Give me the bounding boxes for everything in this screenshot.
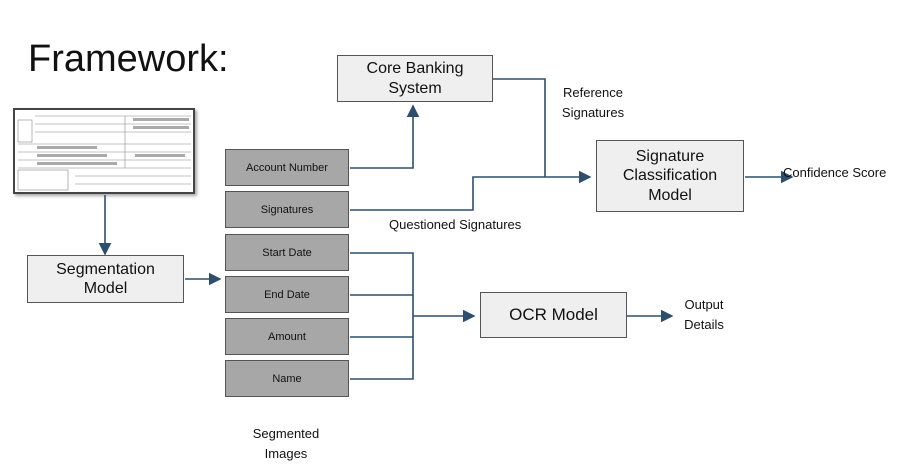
signature-classification-model-box: Signature Classification Model — [596, 140, 744, 212]
confidence-score-label: Confidence Score — [783, 165, 887, 180]
questioned-signatures-label: Questioned Signatures — [389, 217, 522, 232]
signature-classification-model-label: Signature Classification Model — [622, 148, 718, 204]
segment-start-date: Start Date — [225, 234, 349, 271]
segment-account-number: Account Number — [225, 149, 349, 186]
core-to-signature-model-line — [492, 78, 546, 177]
bank-form-sketch — [17, 115, 191, 191]
segment-amount: Amount — [225, 318, 349, 355]
core-banking-system-box: Core Banking System — [337, 55, 493, 102]
bank-form-image — [13, 108, 195, 194]
segments-bus — [350, 252, 414, 380]
ocr-model-box: OCR Model — [480, 292, 627, 338]
diagram-title: Framework: — [28, 38, 229, 80]
core-banking-system-label: Core Banking System — [366, 60, 464, 97]
questioned-signature-line — [350, 170, 592, 211]
segmentation-model-label: Segmentation Model — [56, 260, 155, 297]
segmented-images-label: Segmented Images — [252, 426, 320, 461]
output-details-label: Output Details — [684, 297, 724, 332]
segment-name: Name — [225, 360, 349, 397]
ocr-model-label: OCR Model — [509, 304, 598, 324]
segmentation-model-box: Segmentation Model — [27, 255, 184, 303]
segment-end-date: End Date — [225, 276, 349, 313]
segment-signatures: Signatures — [225, 191, 349, 228]
account-to-core-arrow — [350, 104, 420, 169]
reference-signatures-label: Reference Signatures — [561, 85, 625, 120]
